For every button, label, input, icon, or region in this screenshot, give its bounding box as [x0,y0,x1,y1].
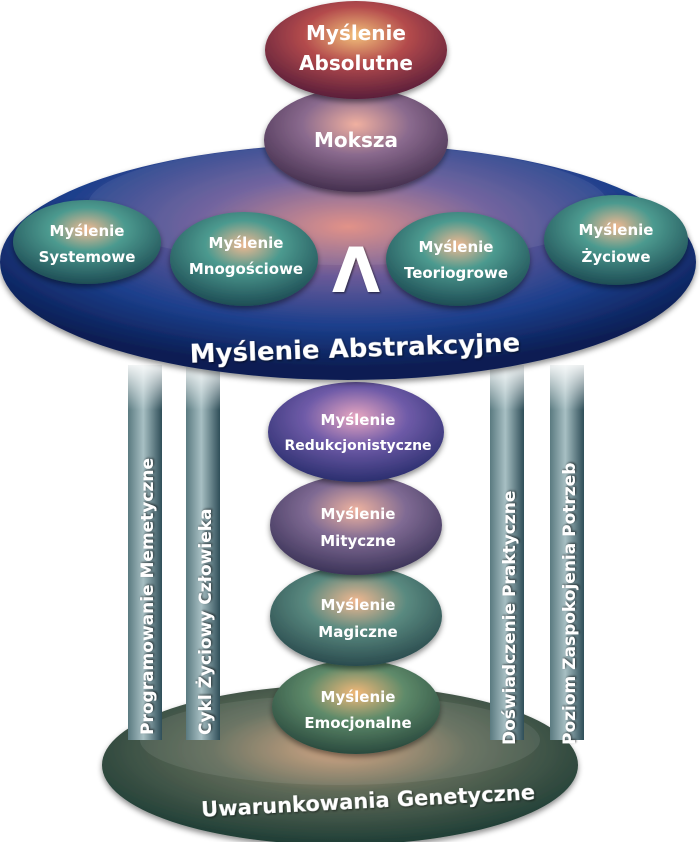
node-mnogosciowe: Myślenie Mnogościowe [170,212,318,306]
pillar-memetic: Programowanie Memetyczne [128,365,162,740]
node-magiczne: Myślenie Magiczne [270,566,442,666]
node-mityczne-line2: Mityczne [320,532,396,550]
node-zyciowe-line1: Myślenie [579,221,654,239]
node-teoriogrowe-line2: Teoriogrowe [404,264,508,282]
node-mnogosciowe-line1: Myślenie [209,234,284,252]
pillar-label: Poziom Zaspokojenia Potrzeb [560,463,580,745]
pillar-practical-experience: Doświadczenie Praktyczne [490,365,524,745]
pillar-label: Cykl Życiowy Człowieka [194,508,216,735]
node-mnogosciowe-line2: Mnogościowe [189,260,303,278]
node-magiczne-line1: Myślenie [321,596,396,614]
node-systemowe: Myślenie Systemowe [13,200,161,284]
pillar-label: Programowanie Memetyczne [138,458,158,735]
pillar-needs-satisfaction: Poziom Zaspokojenia Potrzeb [550,365,584,745]
pillar-label: Doświadczenie Praktyczne [500,491,520,745]
node-moksza-label: Moksza [314,128,398,152]
node-absolutne: Myślenie Absolutne [265,1,447,99]
node-zyciowe: Myślenie Życiowe [544,195,688,285]
node-mityczne-line1: Myślenie [321,505,396,523]
node-mityczne: Myślenie Mityczne [270,475,442,575]
node-absolutne-line1: Myślenie [306,21,406,45]
node-magiczne-line2: Magiczne [318,623,397,641]
node-redukcjonistyczne: Myślenie Redukcjonistyczne [268,382,444,482]
node-teoriogrowe: Myślenie Teoriogrowe [386,212,530,306]
node-moksza: Moksza [264,88,448,192]
node-absolutne-line2: Absolutne [299,51,413,75]
node-systemowe-line1: Myślenie [50,222,125,240]
node-systemowe-line2: Systemowe [39,248,136,266]
node-redukcjonistyczne-line2: Redukcjonistyczne [284,438,431,454]
node-zyciowe-line2: Życiowe [581,247,650,266]
pillar-life-cycle: Cykl Życiowy Człowieka [186,365,220,740]
wedge-symbol: Λ [332,234,380,307]
node-emocjonalne: Myślenie Emocjonalne [272,660,440,754]
node-teoriogrowe-line1: Myślenie [419,238,494,256]
node-emocjonalne-line2: Emocjonalne [304,714,411,732]
node-redukcjonistyczne-line1: Myślenie [321,411,396,429]
node-emocjonalne-line1: Myślenie [321,688,396,706]
